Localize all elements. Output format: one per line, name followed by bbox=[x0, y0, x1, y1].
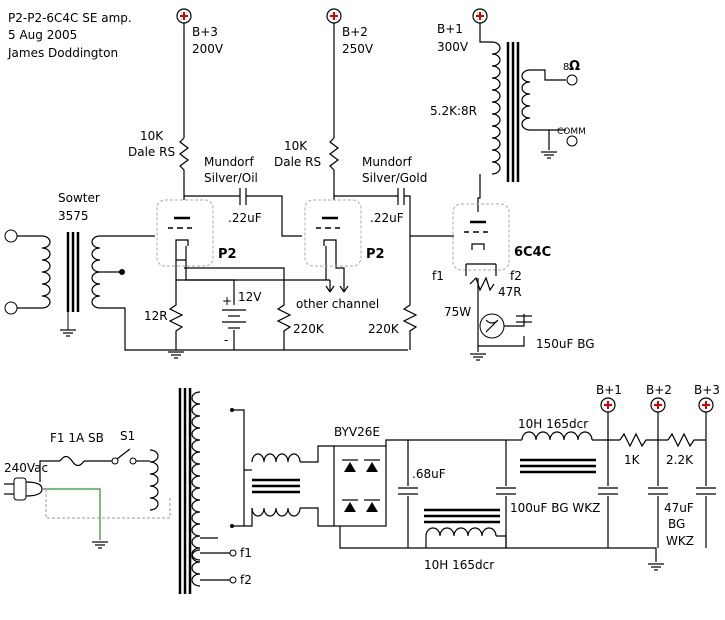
psu-ground-icon bbox=[647, 563, 665, 571]
b1-voltage: 300V bbox=[437, 40, 469, 54]
psu-b2-label: B+2 bbox=[646, 383, 672, 397]
choke1-label: 10H 165dcr bbox=[518, 417, 588, 431]
psu-filament2-label: f2 bbox=[240, 573, 252, 587]
res1-label: 1K bbox=[624, 453, 641, 467]
b2-name: B+2 bbox=[342, 25, 368, 39]
output-ground-icon bbox=[540, 151, 558, 159]
common-tap-label: COMM bbox=[557, 127, 586, 137]
plate-res2-type: Dale RS bbox=[274, 155, 321, 169]
input-transformer-name: Sowter bbox=[58, 191, 100, 205]
psu-filament1-label: f1 bbox=[240, 546, 252, 560]
output-tube-icon bbox=[451, 202, 511, 272]
bulb-label: 75W bbox=[444, 305, 471, 319]
cap3-value: 47uF bbox=[664, 501, 694, 515]
cap3-line2: BG bbox=[668, 517, 685, 531]
plate-res1-type: Dale RS bbox=[128, 145, 175, 159]
res2-label: 2.2K bbox=[666, 453, 694, 467]
coupling-cap1-value: .22uF bbox=[228, 211, 262, 225]
input-transformer-model: 3575 bbox=[58, 209, 89, 223]
b1-name: B+1 bbox=[437, 22, 463, 36]
switch-label: S1 bbox=[120, 429, 135, 443]
battery-minus: - bbox=[224, 333, 228, 347]
ohm-symbol: Ω bbox=[569, 59, 580, 74]
output-filament1: f1 bbox=[432, 269, 444, 283]
output-transformer-label: 5.2K:8R bbox=[430, 104, 477, 118]
psu-b1-label: B+1 bbox=[596, 383, 622, 397]
title-line-3: James Doddington bbox=[7, 46, 118, 60]
stage1-tube-icon bbox=[155, 198, 215, 268]
title-line-2: 5 Aug 2005 bbox=[8, 28, 77, 42]
coupling-cap2-value: .22uF bbox=[370, 211, 404, 225]
psu-b1-terminal-icon[interactable] bbox=[600, 397, 616, 413]
rectifier-label: BYV26E bbox=[334, 425, 380, 439]
grid-res2-label: 220K bbox=[368, 322, 400, 336]
b2-terminal-icon[interactable] bbox=[326, 8, 342, 24]
psu-b3-terminal-icon[interactable] bbox=[698, 397, 714, 413]
battery-plus: + bbox=[222, 294, 232, 308]
stage1-ground-icon bbox=[167, 351, 185, 359]
coupling-cap2-type: Silver/Gold bbox=[362, 171, 427, 185]
cap3-line3: WKZ bbox=[666, 534, 694, 548]
speaker-tap-label: 8 bbox=[563, 62, 569, 73]
b3-name: B+3 bbox=[192, 25, 218, 39]
coupling-cap1-type: Silver/Oil bbox=[204, 171, 258, 185]
coupling-cap2-brand: Mundorf bbox=[362, 155, 412, 169]
hum-pot-label: 47R bbox=[498, 285, 522, 299]
psu-b3-label: B+3 bbox=[694, 383, 720, 397]
psu-filament2-terminal-icon[interactable] bbox=[229, 576, 237, 584]
mains-earth-ground-icon bbox=[91, 541, 109, 549]
psu-b2-terminal-icon[interactable] bbox=[650, 397, 666, 413]
cathode-res-label: 12R bbox=[144, 309, 168, 323]
output-cathode-ground-icon bbox=[469, 353, 487, 361]
plate-res2-value: 10K bbox=[284, 139, 308, 153]
stage2-tube-label: P2 bbox=[366, 247, 385, 262]
output-tube-label: 6C4C bbox=[514, 245, 551, 260]
stage1-wiring bbox=[179, 23, 302, 237]
input-ground-icon bbox=[59, 329, 77, 337]
output-wiring bbox=[477, 23, 566, 212]
speaker-common-terminal-icon[interactable] bbox=[566, 135, 578, 147]
stage2-wiring bbox=[325, 23, 454, 350]
output-cathode-wiring bbox=[465, 263, 532, 352]
b2-voltage: 250V bbox=[342, 42, 374, 56]
stage1-tube-label: P2 bbox=[218, 247, 237, 262]
stage2-tube-icon bbox=[303, 198, 363, 268]
output-filament2: f2 bbox=[510, 269, 522, 283]
cap2-label: 100uF BG WKZ bbox=[510, 501, 600, 515]
input-transformer-icon bbox=[4, 229, 408, 351]
stage1-cathode-wiring bbox=[168, 246, 330, 350]
grid-res1-label: 220K bbox=[293, 322, 325, 336]
bypass-cap-label: 150uF BG bbox=[536, 337, 595, 351]
b1-terminal-icon[interactable] bbox=[472, 8, 488, 24]
plate-res1-value: 10K bbox=[140, 129, 164, 143]
other-channel-label: other channel bbox=[296, 297, 379, 311]
psu-filament1-terminal-icon[interactable] bbox=[229, 549, 237, 557]
b3-terminal-icon[interactable] bbox=[176, 8, 192, 24]
cap1-label: .68uF bbox=[412, 467, 446, 481]
b3-voltage: 200V bbox=[192, 42, 224, 56]
mains-label: 240Vac bbox=[4, 461, 48, 475]
title-line-1: P2-P2-6C4C SE amp. bbox=[8, 11, 132, 25]
psu-wiring bbox=[4, 388, 716, 594]
battery-voltage: 12V bbox=[238, 290, 262, 304]
fuse-label: F1 1A SB bbox=[50, 431, 104, 445]
speaker-8ohm-terminal-icon[interactable] bbox=[566, 74, 578, 86]
choke2-label: 10H 165dcr bbox=[424, 558, 494, 572]
coupling-cap1-brand: Mundorf bbox=[204, 155, 254, 169]
